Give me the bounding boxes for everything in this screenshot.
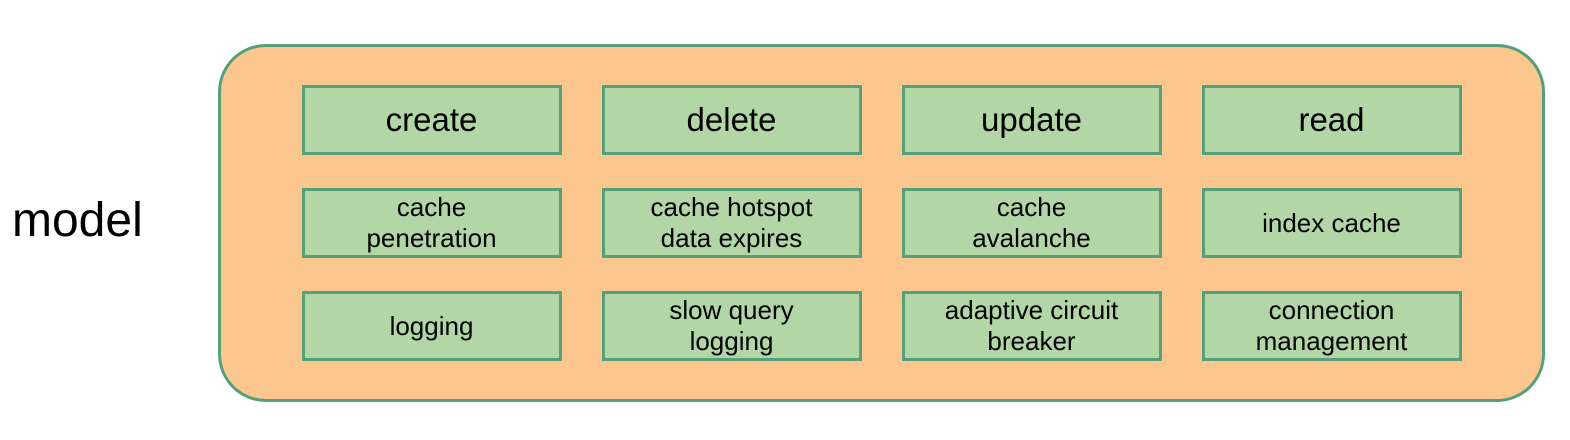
box-logging: logging	[301, 291, 562, 361]
box-adaptive-circuit-breaker: adaptive circuit breaker	[901, 291, 1162, 361]
model-label: model	[12, 194, 143, 247]
box-read: read	[1201, 85, 1462, 155]
box-connection-management: connection management	[1201, 291, 1462, 361]
model-container: create delete update read cache penetrat…	[218, 44, 1545, 402]
box-cache-avalanche: cache avalanche	[901, 188, 1162, 258]
box-create: create	[301, 85, 562, 155]
box-update: update	[901, 85, 1162, 155]
box-cache-hotspot-data-expires: cache hotspot data expires	[601, 188, 862, 258]
box-cache-penetration: cache penetration	[301, 188, 562, 258]
box-index-cache: index cache	[1201, 188, 1462, 258]
box-slow-query-logging: slow query logging	[601, 291, 862, 361]
box-delete: delete	[601, 85, 862, 155]
